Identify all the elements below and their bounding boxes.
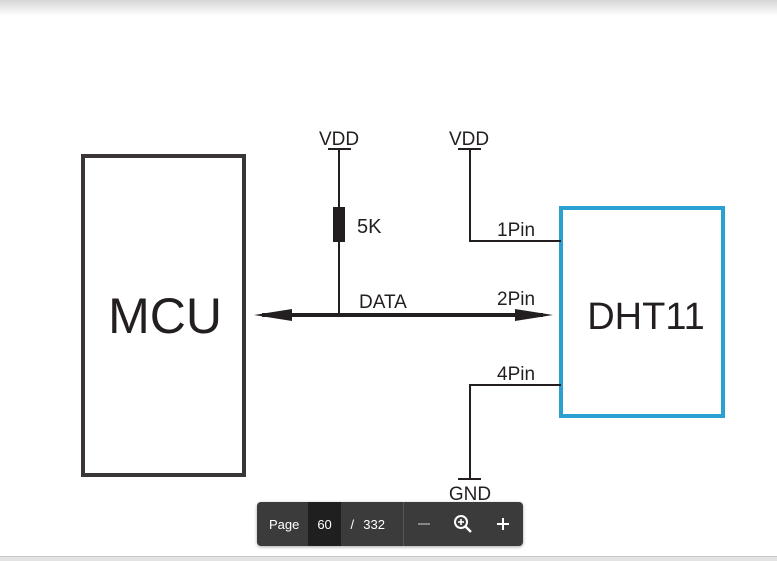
document-page	[0, 16, 777, 556]
data-label: DATA	[359, 292, 407, 313]
plus-icon	[497, 518, 510, 530]
vdd-right-label: VDD	[449, 129, 489, 150]
pin1-wire	[469, 149, 561, 242]
data-arrow-right	[515, 309, 553, 321]
pin4-label: 4Pin	[497, 364, 535, 385]
mcu-label: MCU	[108, 288, 222, 344]
gnd-label: GND	[449, 484, 491, 505]
toolbar-divider	[402, 502, 404, 546]
zoom-reset-button[interactable]	[444, 502, 484, 546]
mcu-block	[81, 154, 246, 477]
viewer-bottom-edge	[0, 556, 777, 561]
zoom-magnifier-icon	[454, 515, 473, 533]
minus-icon	[417, 523, 430, 525]
page-label: Page	[269, 516, 300, 532]
pin4-wire	[469, 384, 561, 479]
total-pages: 332	[363, 516, 385, 532]
pin1-label: 1Pin	[497, 220, 535, 241]
dht11-label: DHT11	[587, 296, 705, 338]
dht11-block	[559, 206, 725, 418]
zoom-in-button[interactable]	[483, 502, 523, 546]
resistor-5k	[333, 207, 345, 242]
pin2-label: 2Pin	[497, 289, 535, 310]
page-separator: /	[350, 516, 355, 532]
data-arrow-left	[254, 309, 292, 321]
resistor-label: 5K	[357, 216, 382, 238]
page-toolbar: Page 60 / 332	[257, 502, 523, 546]
vdd-left-label: VDD	[319, 129, 359, 150]
zoom-out-button[interactable]	[404, 502, 444, 546]
current-page-input[interactable]: 60	[307, 502, 342, 546]
viewer-top-bar	[0, 0, 777, 16]
